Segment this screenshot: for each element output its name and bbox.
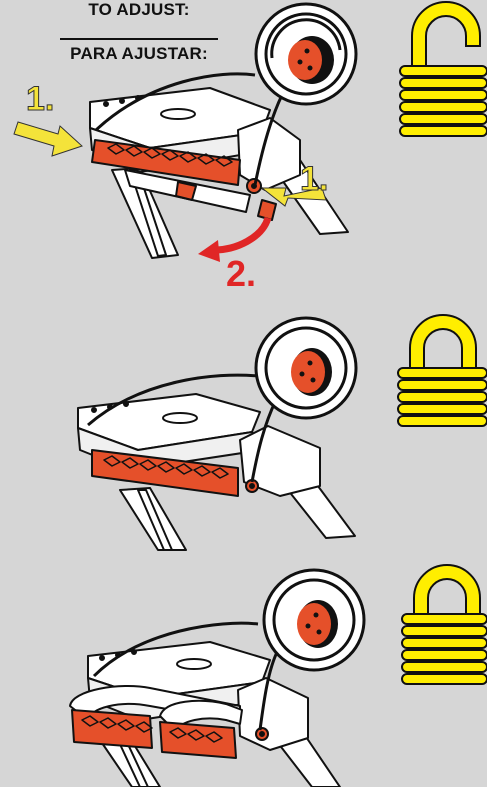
title-divider	[60, 38, 218, 40]
ladder-top-illustration	[77, 393, 356, 551]
title-english: TO ADJUST:	[88, 0, 190, 19]
title-spanish: PARA AJUSTAR:	[70, 44, 208, 63]
padlock-open-icon	[399, 1, 487, 137]
button-magnifier	[92, 568, 366, 731]
padlock-closed-icon	[401, 564, 487, 685]
button-magnifier	[94, 2, 358, 186]
red-arrow-down-icon	[198, 216, 272, 262]
panel-locked-open	[0, 560, 487, 787]
yellow-arrow-left-icon	[13, 121, 83, 157]
button-magnifier	[87, 316, 358, 483]
step1-left-label: 1.	[26, 80, 54, 118]
step2-label: 2.	[226, 253, 256, 294]
panel-adjust: 1. 1. 2.	[0, 0, 487, 294]
panel-locked-closed	[0, 300, 487, 551]
padlock-closed-icon	[397, 314, 487, 427]
yellow-arrow-right-icon	[260, 187, 327, 207]
step1-right-label: 1.	[300, 160, 328, 198]
